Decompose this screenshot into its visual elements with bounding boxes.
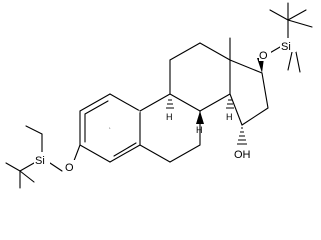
label-h-c14: H — [226, 112, 233, 122]
ring-a-aromatic — [79, 93, 141, 163]
label-o-left: O — [65, 162, 74, 174]
label-oh: OH — [234, 149, 251, 161]
structure-canvas: O Si O Si OH H H H — [5, 2, 313, 189]
molecule-diagram: O Si O Si OH H H H — [5, 2, 313, 189]
label-si-left: Si — [35, 155, 45, 167]
ring-d — [229, 59, 269, 126]
atom-labels: O Si O Si OH H H H — [34, 38, 296, 174]
label-h-c8: H — [196, 125, 203, 135]
hash-c14-h — [226, 99, 234, 109]
tbs-group-left — [5, 125, 81, 189]
label-o-top: O — [259, 50, 268, 62]
hash-c9-h — [166, 99, 174, 109]
label-h-c9: H — [166, 112, 173, 122]
hash-c15-oh — [237, 127, 247, 145]
wedge-c8-h — [196, 111, 204, 124]
ring-c — [169, 42, 231, 112]
ring-b — [139, 93, 201, 163]
label-si-top: Si — [281, 41, 291, 53]
wedge-c17-o — [257, 58, 264, 73]
tbs-group-top — [267, 2, 313, 73]
